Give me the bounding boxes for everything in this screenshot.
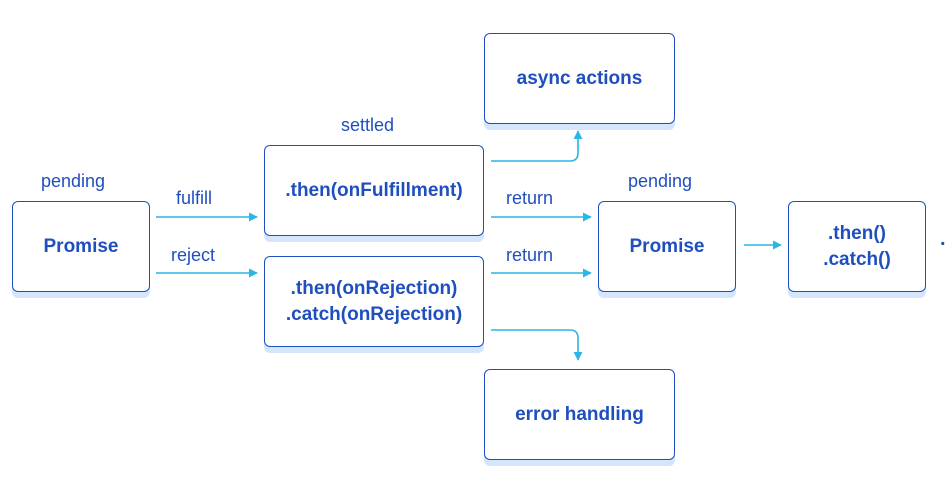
- then-rejection-line-2: .catch(onRejection): [285, 303, 463, 325]
- promise-next-label: Promise: [629, 235, 705, 257]
- arrow-to-async-actions: [491, 130, 583, 162]
- then-catch-node: .then() .catch(): [788, 201, 926, 292]
- then-rejection-node: .then(onRejection) .catch(onRejection): [264, 256, 484, 347]
- async-actions-label: async actions: [516, 67, 643, 89]
- pending-start-label: pending: [41, 171, 106, 191]
- pending-next-label: pending: [628, 171, 693, 191]
- return-bottom-label: return: [506, 245, 554, 265]
- settled-label: settled: [341, 115, 395, 135]
- then-catch-line-1: .then(): [827, 222, 887, 244]
- error-handling-label: error handling: [515, 403, 644, 425]
- continuation-dot: .: [940, 228, 946, 250]
- then-rejection-line-1: .then(onRejection): [290, 277, 458, 299]
- then-fulfillment-label: .then(onFulfillment): [285, 179, 463, 201]
- promise-start-label: Promise: [43, 235, 119, 257]
- promise-start-node: Promise: [12, 201, 150, 292]
- then-fulfillment-node: .then(onFulfillment): [264, 145, 484, 236]
- fulfill-label: fulfill: [176, 188, 213, 208]
- promise-next-node: Promise: [598, 201, 736, 292]
- error-handling-node: error handling: [484, 369, 675, 460]
- return-top-label: return: [506, 188, 554, 208]
- arrow-to-error-handling: [491, 329, 583, 361]
- async-actions-node: async actions: [484, 33, 675, 124]
- then-catch-line-2: .catch(): [823, 248, 891, 270]
- reject-label: reject: [171, 245, 216, 265]
